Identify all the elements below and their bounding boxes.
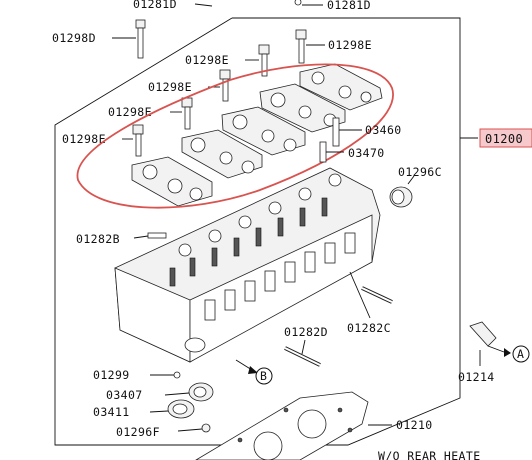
- head-valves: [169, 197, 328, 287]
- svg-text:01298E: 01298E: [62, 132, 106, 146]
- part-01298E-bolt-3: 01298E: [148, 69, 231, 102]
- part-01298E-bolt-2: 01298E: [185, 44, 270, 77]
- head-cam-journals: [178, 173, 342, 257]
- svg-text:01298E: 01298E: [185, 53, 229, 67]
- part-01214-fitting: 01214: [458, 321, 511, 384]
- svg-text:01200: 01200: [485, 132, 523, 146]
- part-03407-seal: 03407: [106, 382, 214, 402]
- svg-text:03460: 03460: [365, 123, 402, 137]
- svg-text:01281D: 01281D: [133, 0, 177, 11]
- label-top-left: 01281D: [133, 0, 213, 11]
- part-01298E-bolt-5: 01298E: [62, 124, 144, 157]
- part-01296C-plug: 01296C: [389, 165, 442, 208]
- part-01298E-bolt-1: 01298E: [295, 29, 372, 64]
- ref-a-marker: A: [512, 345, 530, 363]
- svg-text:01298E: 01298E: [328, 38, 372, 52]
- cam-cap-3: [221, 106, 306, 156]
- svg-text:01296C: 01296C: [398, 165, 442, 179]
- part-01282B-bolt: 01282B: [76, 232, 167, 246]
- cam-cap-4: [181, 129, 263, 179]
- part-03470-pin: 03470: [319, 141, 385, 163]
- cam-cap-5: [131, 156, 213, 207]
- head-ports: [204, 232, 356, 321]
- nut-icon: [294, 0, 302, 6]
- part-01298D-long-bolt: 01298D: [52, 19, 146, 59]
- svg-text:01282C: 01282C: [347, 321, 391, 335]
- camshaft-caps: [131, 63, 383, 207]
- note-text: W/O REAR HEATE: [378, 449, 481, 460]
- part-03460-pin: 03460: [332, 117, 402, 147]
- part-01210-gasket: 01210: [195, 391, 433, 460]
- svg-text:01282B: 01282B: [76, 232, 120, 246]
- svg-text:01299: 01299: [93, 368, 130, 382]
- svg-text:01214: 01214: [458, 370, 495, 384]
- highlight-ellipse: [76, 63, 394, 209]
- svg-text:03470: 03470: [348, 146, 385, 160]
- svg-text:01296F: 01296F: [116, 425, 160, 439]
- part-01296F-plug: 01296F: [116, 423, 211, 439]
- svg-text:01298E: 01298E: [108, 105, 152, 119]
- part-01299-seal: 01299: [93, 368, 181, 382]
- cylinder-head: [114, 167, 381, 363]
- svg-text:01298D: 01298D: [52, 31, 96, 45]
- assembly-label: 01200: [479, 128, 532, 148]
- part-01282C-stud: 01282C: [347, 271, 393, 335]
- svg-text:01282D: 01282D: [284, 325, 328, 339]
- svg-text:01298E: 01298E: [148, 80, 192, 94]
- svg-text:A: A: [517, 347, 524, 361]
- part-03411-seal: 03411: [93, 399, 195, 419]
- svg-text:01281D: 01281D: [327, 0, 371, 12]
- label-top-right: 01281D: [294, 0, 371, 12]
- ref-b-marker: B: [235, 359, 273, 385]
- assembly-frame: [54, 17, 478, 446]
- part-01298E-bolt-4: 01298E: [108, 97, 193, 130]
- svg-text:03411: 03411: [93, 405, 130, 419]
- svg-text:B: B: [260, 369, 267, 383]
- svg-text:01210: 01210: [396, 418, 433, 432]
- part-01282D-stud: 01282D: [284, 325, 328, 367]
- svg-text:03407: 03407: [106, 388, 143, 402]
